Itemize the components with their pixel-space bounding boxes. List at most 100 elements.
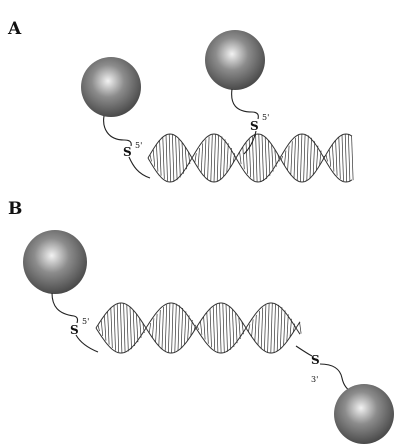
base-pair-rung — [268, 304, 270, 353]
base-pair-rung — [117, 304, 119, 353]
base-pair-rung — [232, 309, 234, 347]
base-pair-rung — [214, 134, 216, 182]
base-pair-rung — [316, 146, 318, 171]
linker-a2 — [232, 89, 259, 119]
base-pair-rung — [98, 325, 100, 331]
panel-a-label: A — [7, 19, 22, 39]
base-pair-rung — [184, 311, 186, 344]
base-pair-rung — [133, 310, 135, 346]
base-pair-rung — [104, 315, 106, 340]
base-pair-rung — [332, 144, 334, 171]
base-pair-rung — [259, 134, 261, 182]
base-pair-rung — [204, 317, 206, 340]
base-pair-rung — [168, 303, 170, 352]
base-pair-rung — [304, 134, 306, 182]
linker-b2-head — [296, 346, 312, 356]
base-pair-rung — [264, 305, 266, 351]
base-pair-rung — [342, 135, 344, 181]
base-pair-rung — [156, 144, 158, 171]
base-pair-rung — [229, 306, 231, 350]
base-pair-rung — [130, 307, 132, 349]
thiol-a1-prime: 5' — [135, 141, 142, 150]
base-pair-rung — [210, 309, 212, 348]
base-pair-rung — [326, 155, 328, 162]
base-pair-rung — [284, 310, 286, 345]
base-pair-rung — [217, 135, 219, 182]
base-pair-rung — [204, 139, 206, 176]
base-pair-rung — [352, 136, 354, 180]
base-pair-rung — [201, 143, 203, 172]
base-pair-rung — [200, 321, 202, 335]
thiol-b2-s: S — [311, 353, 320, 367]
base-pair-rung — [162, 307, 164, 349]
thiol-a1-s: S — [123, 145, 132, 159]
base-pair-rung — [136, 314, 138, 342]
base-pair-rung — [195, 153, 197, 163]
nanoparticle-a2 — [205, 30, 265, 90]
linker-a1 — [104, 116, 132, 146]
base-pair-rung — [175, 304, 177, 353]
base-pair-rung — [179, 139, 181, 178]
base-pair-rung — [159, 310, 161, 346]
base-pair-rung — [248, 324, 250, 332]
base-pair-rung — [220, 303, 222, 353]
base-pair-rung — [226, 304, 228, 352]
base-pair-rung — [339, 137, 341, 179]
base-pair-rung — [101, 320, 103, 336]
base-pair-rung — [258, 311, 260, 345]
base-pair-rung — [156, 314, 158, 342]
base-pair-rung — [149, 323, 151, 333]
base-pair-rung — [287, 314, 289, 341]
base-pair-rung — [261, 308, 263, 349]
base-pair-rung — [181, 308, 183, 348]
base-pair-rung — [297, 135, 299, 180]
base-pair-rung — [274, 303, 276, 352]
linker-b1 — [52, 293, 78, 323]
base-pair-rung — [176, 136, 178, 180]
base-pair-rung — [220, 136, 222, 179]
nanoparticle-b1 — [23, 230, 87, 294]
base-pair-rung — [124, 303, 126, 352]
base-pair-rung — [120, 303, 122, 353]
base-pair-rung — [348, 134, 350, 181]
base-pair-rung — [256, 134, 258, 181]
panel-b-label: B — [8, 199, 22, 219]
base-pair-rung — [211, 135, 213, 182]
base-pair-rung — [213, 306, 215, 350]
base-pair-rung — [152, 318, 154, 338]
base-pair-rung — [111, 308, 113, 348]
base-pair-rung — [249, 139, 251, 178]
base-pair-rung — [224, 139, 226, 176]
base-pair-rung — [169, 134, 171, 182]
base-pair-rung — [197, 326, 199, 330]
base-pair-rung — [160, 140, 162, 175]
base-pair-rung — [246, 142, 248, 173]
base-pair-rung — [153, 149, 155, 166]
base-pair-rung — [198, 148, 200, 168]
base-pair-rung — [272, 144, 274, 171]
base-pair-rung — [262, 135, 264, 181]
thiol-b2-prime: 3' — [311, 375, 318, 384]
base-pair-rung — [336, 140, 338, 175]
base-pair-rung — [310, 138, 312, 178]
base-pair-rung — [243, 147, 245, 169]
base-pair-rung — [227, 143, 229, 172]
base-pair-rung — [207, 312, 209, 343]
thiol-a2-prime: 5' — [262, 113, 269, 122]
base-pair-rung — [165, 305, 167, 352]
base-pair-rung — [313, 141, 315, 174]
dna-helix-b — [96, 303, 301, 353]
base-pair-rung — [230, 148, 232, 168]
base-pair-rung — [216, 304, 218, 352]
base-pair-rung — [166, 135, 168, 181]
base-pair-rung — [271, 303, 273, 353]
base-pair-rung — [188, 315, 190, 340]
nanoparticle-a1 — [81, 57, 141, 117]
base-pair-rung — [280, 307, 282, 349]
base-pair-rung — [236, 313, 238, 343]
base-pair-rung — [239, 317, 241, 339]
base-pair-rung — [329, 149, 331, 166]
base-pair-rung — [108, 311, 110, 344]
base-pair-rung — [277, 305, 279, 351]
